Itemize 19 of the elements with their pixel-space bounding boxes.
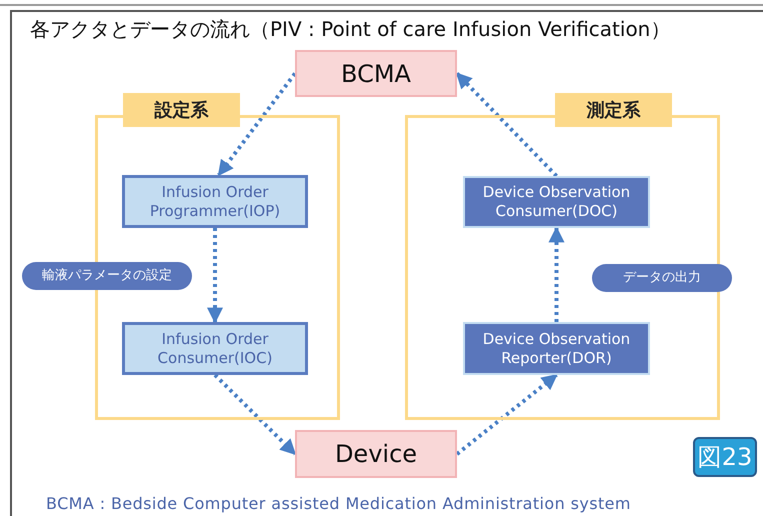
actor-box: BCMA <box>295 50 457 97</box>
dotted-arrow <box>456 373 558 456</box>
dotted-arrow <box>456 72 558 178</box>
dotted-arrow <box>214 374 296 456</box>
dotted-arrow <box>217 72 297 176</box>
actor-box: Device <box>295 430 457 478</box>
process-box: Infusion Order Consumer(IOC) <box>122 322 308 375</box>
title: 各アクタとデータの流れ（PIV : Point of care Infusion Verification） <box>30 16 670 43</box>
dotted-arrow <box>548 226 564 322</box>
group-heading-tag: 測定系 <box>555 93 672 127</box>
group-heading-tag: 設定系 <box>123 93 240 127</box>
process-box: Device Observation Consumer(DOC) <box>463 176 650 228</box>
caption: BCMA : Bedside Computer assisted Medication Administration system <box>46 493 631 515</box>
process-box: Infusion Order Programmer(IOP) <box>122 175 308 228</box>
pill-label: 輸液パラメータの設定 <box>22 262 192 290</box>
pill-label: データの出力 <box>592 264 732 292</box>
figure-number-badge: 図23 <box>693 437 757 477</box>
dotted-arrow <box>207 228 223 324</box>
process-box: Device Observation Reporter(DOR) <box>463 322 650 375</box>
